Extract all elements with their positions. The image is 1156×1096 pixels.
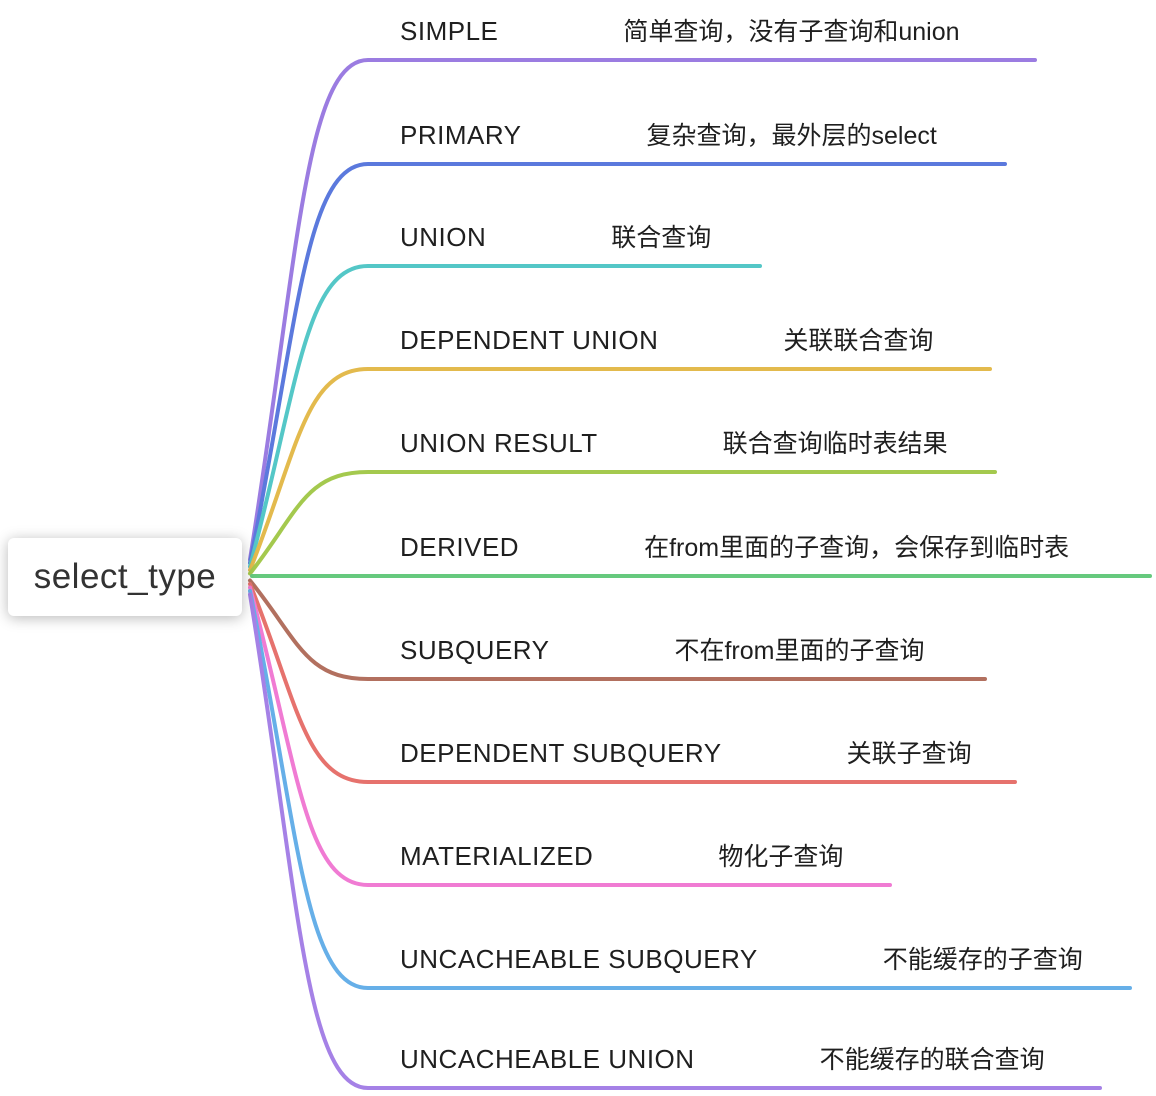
- branch-curve-uncacheable-subquery: [248, 589, 1132, 990]
- branch-label: UNCACHEABLE SUBQUERY: [400, 944, 758, 974]
- branch-row-subquery: SUBQUERY 不在from里面的子查询: [400, 633, 924, 668]
- branch-row-uncacheable-subquery: UNCACHEABLE SUBQUERY 不能缓存的子查询: [400, 942, 1083, 977]
- branch-curve-union-result: [248, 470, 997, 576]
- branch-label: SUBQUERY: [400, 635, 550, 665]
- branch-desc: 不能缓存的子查询: [882, 946, 1083, 974]
- branch-label: UNION RESULT: [400, 428, 598, 458]
- root-node-label: select_type: [33, 557, 217, 596]
- branch-label: SIMPLE: [400, 16, 499, 46]
- branch-curve-union: [248, 264, 762, 569]
- branch-row-materialized: MATERIALIZED 物化子查询: [400, 839, 843, 874]
- branch-curve-simple: [248, 58, 1037, 562]
- branch-label: DERIVED: [400, 532, 520, 562]
- branch-label: UNCACHEABLE UNION: [400, 1044, 695, 1074]
- branch-label: MATERIALIZED: [400, 841, 594, 871]
- branch-label: PRIMARY: [400, 120, 522, 150]
- branch-desc: 复杂查询，最外层的select: [646, 122, 937, 150]
- branch-curve-subquery: [248, 578, 987, 681]
- branch-row-simple: SIMPLE 简单查询，没有子查询和union: [400, 14, 960, 49]
- branch-desc: 联合查询临时表结果: [722, 430, 948, 458]
- branch-curve-uncacheable-union: [248, 592, 1102, 1090]
- branch-desc: 不能缓存的联合查询: [819, 1046, 1045, 1074]
- branch-desc: 关联子查询: [846, 740, 972, 768]
- root-node: select_type: [8, 538, 242, 616]
- branch-desc: 关联联合查询: [783, 327, 934, 355]
- branch-row-union-result: UNION RESULT 联合查询临时表结果: [400, 426, 948, 461]
- branch-desc: 简单查询，没有子查询和union: [623, 18, 960, 46]
- branch-curve-primary: [248, 162, 1007, 565]
- branch-desc: 在from里面的子查询，会保存到临时表: [644, 534, 1070, 562]
- branch-label: DEPENDENT UNION: [400, 325, 659, 355]
- branch-label: DEPENDENT SUBQUERY: [400, 738, 722, 768]
- branch-row-derived: DERIVED 在from里面的子查询，会保存到临时表: [400, 530, 1069, 565]
- branch-curve-dependent-subquery: [248, 582, 1017, 784]
- branch-row-union: UNION 联合查询: [400, 220, 711, 255]
- branch-curve-dependent-union: [248, 367, 992, 572]
- branch-row-primary: PRIMARY 复杂查询，最外层的select: [400, 118, 937, 153]
- branch-row-uncacheable-union: UNCACHEABLE UNION 不能缓存的联合查询: [400, 1042, 1045, 1077]
- branch-row-dependent-union: DEPENDENT UNION 关联联合查询: [400, 323, 933, 358]
- branch-desc: 联合查询: [611, 224, 712, 252]
- branch-label: UNION: [400, 222, 487, 252]
- branch-desc: 不在from里面的子查询: [674, 637, 925, 665]
- branch-curve-materialized: [248, 585, 892, 887]
- branch-row-dependent-subquery: DEPENDENT SUBQUERY 关联子查询: [400, 736, 972, 771]
- branch-desc: 物化子查询: [718, 843, 844, 871]
